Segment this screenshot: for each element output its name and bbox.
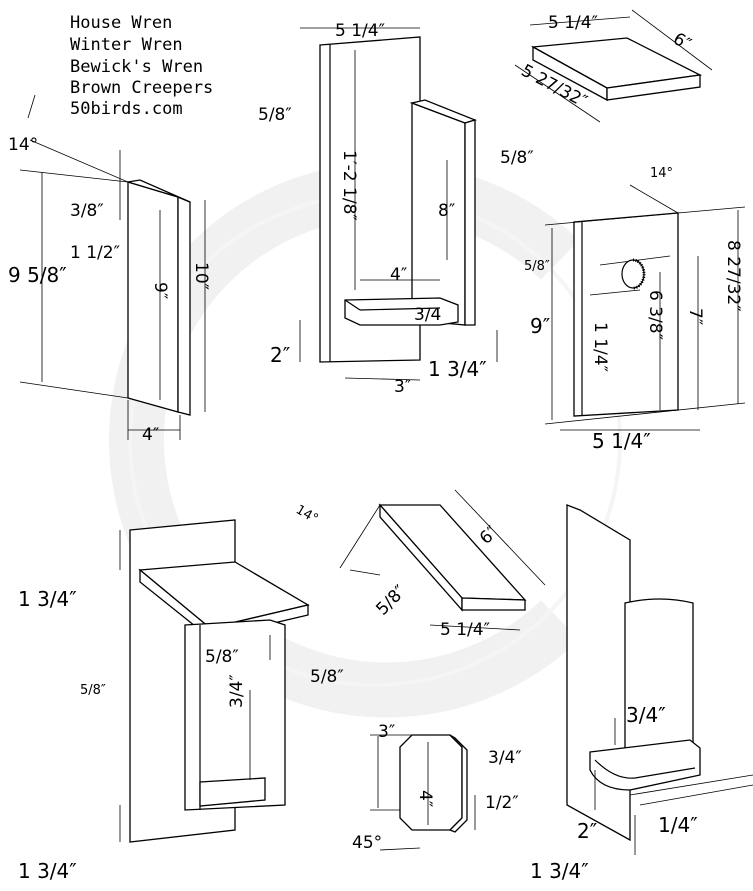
dimension-label: 5 1/4″ bbox=[440, 620, 490, 640]
title-line: 50birds.com bbox=[70, 99, 183, 119]
title-line: Bewick's Wren bbox=[70, 57, 203, 77]
dimension-label: 3/4″ bbox=[488, 748, 522, 768]
dimension-label: 1′-2 1/8″ bbox=[339, 150, 359, 221]
dimension-label: 5 1/4″ bbox=[335, 21, 385, 41]
angle-label: 45° bbox=[352, 833, 382, 853]
dimension-label: 3/4″ bbox=[227, 674, 247, 708]
side-panel-view: 14° 3/8″ 1 1/2″ 9 5/8″ 9″ 10″ 4″ bbox=[8, 94, 211, 445]
dimension-label: 5/8″ bbox=[500, 148, 534, 168]
dimension-label: 4″ bbox=[142, 425, 159, 445]
assembled-back-view: 3/4″ 2″ 1/4″ 1 3/4″ bbox=[530, 504, 753, 883]
dimension-label: 5 1/4″ bbox=[592, 429, 651, 453]
floor-detail-view: 3″ 3/4″ 4″ 1/2″ 45° bbox=[352, 722, 522, 853]
dimension-label: 7″ bbox=[685, 308, 705, 325]
dimension-label: 6″ bbox=[476, 522, 502, 548]
title-block: House Wren Winter Wren Bewick's Wren Bro… bbox=[70, 13, 213, 119]
dimension-label: 3/4 bbox=[414, 305, 441, 325]
dimension-label: 5 1/4″ bbox=[548, 13, 598, 33]
dimension-label: 3″ bbox=[394, 377, 411, 397]
title-line: Brown Creepers bbox=[70, 78, 213, 98]
roof-panel-view: 5 1/4″ 6″ 5 27/32″ bbox=[514, 9, 713, 123]
dimension-label: 5/8″ bbox=[258, 105, 292, 125]
dimension-label: 6 3/8″ bbox=[645, 290, 665, 340]
dimension-label: 9 5/8″ bbox=[8, 263, 67, 287]
assembled-side-view: 1 3/4″ 5/8″ 5/8″ 5/8″ 3/4″ 1 3/4″ bbox=[18, 519, 344, 883]
dimension-label: 1 1/4″ bbox=[590, 322, 610, 372]
dimension-label: 6″ bbox=[670, 29, 695, 55]
dimension-label: 5/8″ bbox=[524, 259, 550, 274]
dimension-label: 4″ bbox=[415, 790, 435, 807]
dimension-label: 10″ bbox=[191, 262, 211, 290]
angle-label: 14° bbox=[293, 502, 320, 527]
dimension-label: 5/8″ bbox=[205, 647, 239, 667]
dimension-label: 5/8″ bbox=[372, 582, 410, 620]
dimension-label: 1/4″ bbox=[658, 813, 698, 837]
dimension-label: 1 3/4″ bbox=[18, 587, 77, 611]
dimension-label: 3/8″ bbox=[70, 201, 104, 221]
dimension-label: 1 3/4″ bbox=[530, 859, 589, 883]
dimension-label: 1 1/2″ bbox=[70, 243, 120, 263]
angle-label: 14° bbox=[8, 135, 38, 155]
front-panel-view: 14° 5/8″ 9″ 1 1/4″ 6 3/8″ 7″ 8 27/32″ 5 … bbox=[524, 166, 746, 453]
dimension-label: 9″ bbox=[530, 314, 550, 338]
back-assembly-view: 5 1/4″ 5/8″ 1′-2 1/8″ 5/8″ 8″ 4″ 3/4 2″ … bbox=[258, 21, 534, 397]
dimension-label: 5/8″ bbox=[80, 683, 106, 698]
dimension-label: 2″ bbox=[270, 343, 290, 367]
roof-detail-view: 14° 6″ 5/8″ 5 1/4″ bbox=[293, 489, 546, 640]
dimension-label: 1 3/4″ bbox=[428, 357, 487, 381]
dimension-label: 1/2″ bbox=[485, 793, 519, 813]
title-line: House Wren bbox=[70, 13, 172, 33]
dimension-label: 1 3/4″ bbox=[18, 859, 77, 883]
dimension-label: 5/8″ bbox=[310, 667, 344, 687]
dimension-label: 3″ bbox=[378, 722, 395, 742]
dimension-label: 4″ bbox=[390, 265, 407, 285]
dimension-label: 9″ bbox=[150, 282, 170, 299]
angle-label: 14° bbox=[650, 166, 673, 181]
dimension-label: 8″ bbox=[438, 201, 455, 221]
dimension-label: 2″ bbox=[577, 819, 597, 843]
dimension-label: 8 27/32″ bbox=[723, 240, 743, 312]
dimension-label: 3/4″ bbox=[626, 703, 666, 727]
title-line: Winter Wren bbox=[70, 35, 183, 55]
